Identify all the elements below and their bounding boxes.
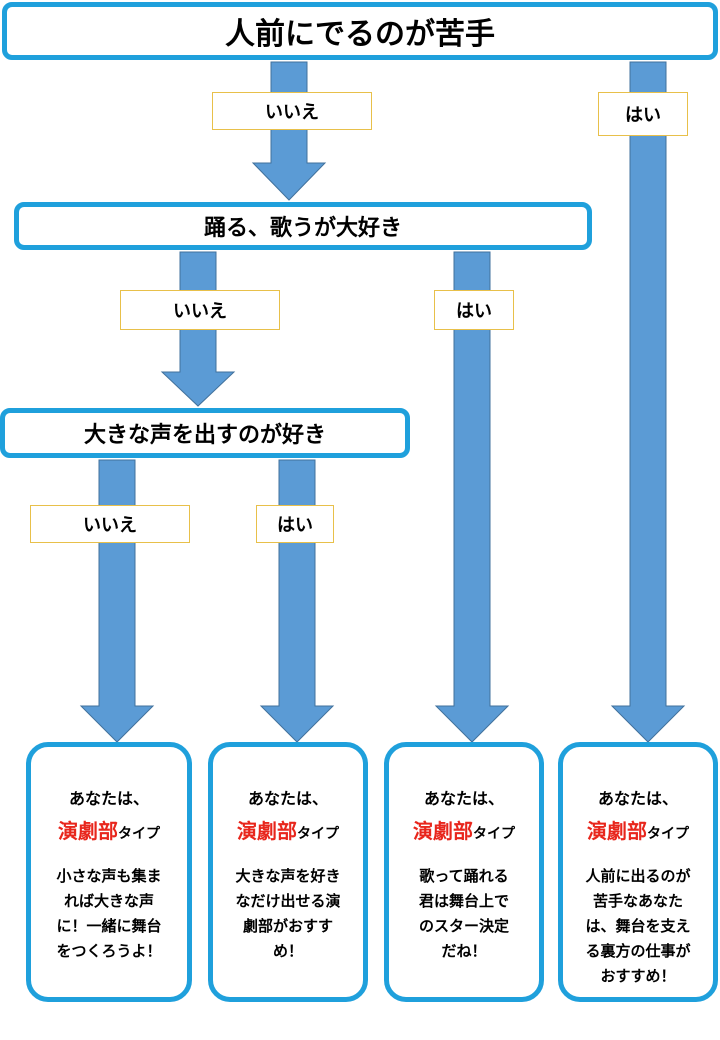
result-description: 人前に出るのが苦手なあなたは、舞台を支える裏方の仕事がおすすめ！ — [585, 867, 691, 985]
result-club: 演劇部 — [587, 819, 647, 843]
result-intro: あなたは、 — [247, 789, 328, 808]
question-q1: 人前にでるのが苦手 — [2, 2, 718, 60]
result-box-3: あなたは、 演劇部タイプ 歌って踊れる君は舞台上でのスター決定だね！ — [384, 742, 544, 1002]
label-q1-yes: はい — [598, 92, 688, 136]
result-type: タイプ — [647, 826, 689, 842]
question-q2-text: 踊る、歌うが大好き — [203, 216, 402, 241]
label-q3-no: いいえ — [30, 505, 190, 543]
arrow-q3-yes — [259, 459, 335, 743]
result-box-1: あなたは、 演劇部タイプ 小さな声も集まれば大きな声に！一緒に舞台をつくろうよ！ — [26, 742, 192, 1002]
result-club: 演劇部 — [413, 819, 473, 843]
result-description: 小さな声も集まれば大きな声に！一緒に舞台をつくろうよ！ — [56, 867, 162, 960]
arrow-q1-yes — [610, 61, 686, 743]
result-intro: あなたは、 — [423, 789, 504, 808]
result-type: タイプ — [473, 826, 515, 842]
question-q1-text: 人前にでるのが苦手 — [225, 17, 495, 52]
result-type: タイプ — [118, 826, 160, 842]
result-box-2: あなたは、 演劇部タイプ 大きな声を好きなだけ出せる演劇部がおすすめ！ — [208, 742, 368, 1002]
arrow-q1-no — [251, 61, 327, 201]
question-q2: 踊る、歌うが大好き — [14, 202, 592, 250]
result-description: 大きな声を好きなだけ出せる演劇部がおすすめ！ — [235, 867, 341, 960]
result-intro: あなたは、 — [597, 789, 678, 808]
result-box-4: あなたは、 演劇部タイプ 人前に出るのが苦手なあなたは、舞台を支える裏方の仕事が… — [558, 742, 718, 1002]
label-q2-yes: はい — [434, 290, 514, 330]
label-q3-yes: はい — [256, 505, 334, 543]
result-type: タイプ — [297, 826, 339, 842]
result-intro: あなたは、 — [68, 789, 149, 808]
question-q3: 大きな声を出すのが好き — [0, 408, 410, 458]
result-club: 演劇部 — [237, 819, 297, 843]
label-q2-no: いいえ — [120, 290, 280, 330]
result-club: 演劇部 — [58, 819, 118, 843]
question-q3-text: 大きな声を出すのが好き — [83, 423, 326, 448]
label-q1-no: いいえ — [212, 92, 372, 130]
arrow-q3-no — [79, 459, 155, 743]
result-description: 歌って踊れる君は舞台上でのスター決定だね！ — [418, 867, 509, 960]
